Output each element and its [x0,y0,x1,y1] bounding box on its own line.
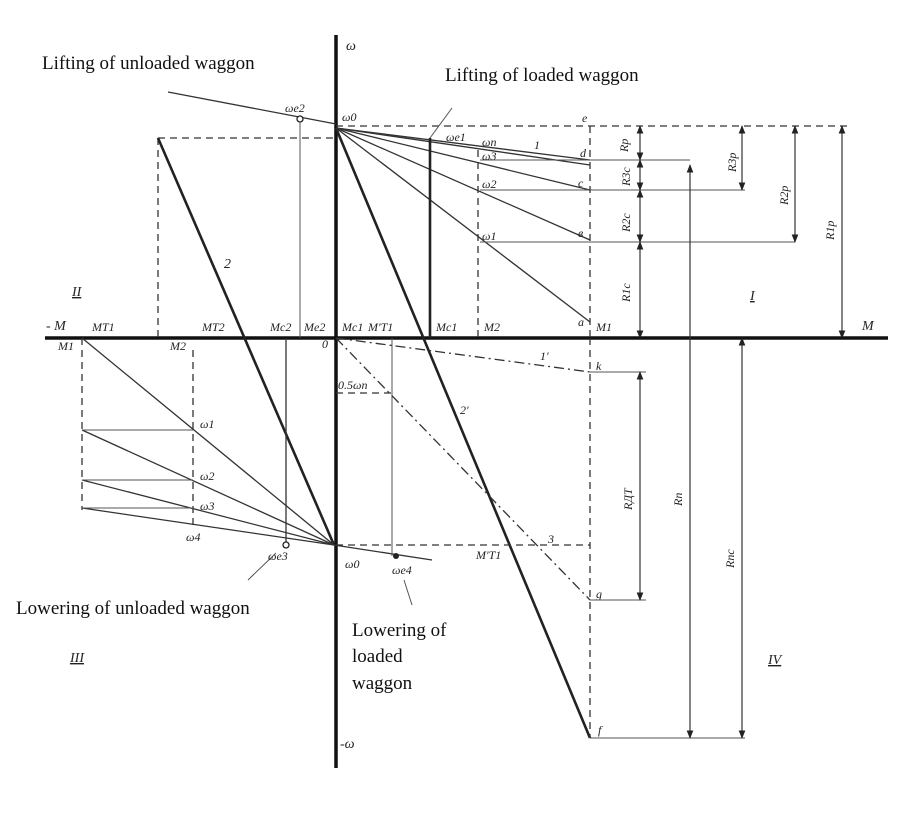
w1-top-label: ω1 [482,229,496,243]
we3-label: ωe3 [268,549,288,563]
we4-point [393,553,399,559]
line-1p-label: 1' [540,349,549,363]
w2-low-label: ω2 [200,469,214,483]
mt2-label: MT2 [201,320,225,334]
char-low-w3 [81,507,335,546]
lifting-unloaded-line [167,91,337,125]
origin-label: 0 [322,337,328,351]
we4-line [333,544,433,561]
half-wn-label: 0.5ωn [338,378,367,392]
neg-omega-axis-label: -ω [340,737,355,752]
we1-label: ωe1 [446,130,466,144]
r1c-label: R1c [619,283,633,303]
r1p-label: R1p [823,221,837,241]
mt1-prime-label: M'T1 [367,320,393,334]
r2c-label: R2c [619,213,633,233]
w4-low-label: ω4 [186,530,200,544]
mc1-pos-label: Mc1 [435,320,457,334]
w0-low-label: ω0 [345,557,359,571]
rp-label: Rp [617,139,631,153]
neg-torque-axis-label: - M [46,319,67,334]
quadrant-2-label: II [71,285,83,300]
line-3 [335,337,591,601]
we3-pointer [247,552,277,581]
w0-label: ω0 [342,110,356,124]
mc2-label: Mc2 [269,320,291,334]
line-2 [156,137,336,546]
m2-label: M2 [483,320,500,334]
caption-lowering-loaded-2: loaded [352,646,403,667]
char-low-w2 [81,479,335,546]
m2-low-label: M2 [169,339,186,353]
point-f-label: f [598,723,603,737]
caption-lifting-loaded: Lifting of loaded waggon [445,65,639,86]
w1-low-label: ω1 [200,417,214,431]
omega-axis-label: ω [346,39,356,54]
char-low-w1 [81,429,335,546]
m1-label: M1 [595,320,612,334]
quadrant-4-label: IV [767,653,783,668]
char-w2 [335,127,591,191]
w3-top-label: ω3 [482,149,496,163]
point-e-label: e [582,111,588,125]
mt1-low-label: M'T1 [475,548,501,562]
m1-low-label: M1 [57,339,74,353]
line-1-prime [335,337,591,373]
wn-label: ωn [482,135,496,149]
we4-label: ωe4 [392,563,412,577]
we4-pointer [403,579,413,606]
point-c-label: c [578,176,584,190]
we1-pointer [429,107,453,139]
torque-axis-label: M [861,319,875,334]
r2p-label: R2p [777,186,791,206]
caption-lowering-loaded-1: Lowering of [352,620,447,641]
we2-point [296,115,304,123]
point-g-label: g [596,587,602,601]
line-2-label: 2 [224,257,231,272]
rnc-label: Rnc [723,549,737,569]
caption-lifting-unloaded: Lifting of unloaded waggon [42,53,255,74]
point-a-label: a [578,315,584,329]
mt1-label: MT1 [91,320,115,334]
me2-label: Me2 [303,320,325,334]
we2-label: ωe2 [285,101,305,115]
line-3-label: 3 [547,532,554,546]
mc1-neg-label: Mc1 [341,320,363,334]
rn-label: Rn [671,493,685,507]
caption-lowering-loaded-3: waggon [352,673,413,694]
line-2-prime [334,127,592,739]
point-b-label: в [578,226,583,240]
char-w3 [335,127,591,166]
quadrant-3-label: III [69,651,85,666]
point-k-label: k [596,359,602,373]
char-wn [335,127,591,161]
w3-low-label: ω3 [200,499,214,513]
r3p-label: R3p [725,153,739,173]
rdt-label: RДТ [621,487,635,511]
w2-top-label: ω2 [482,177,496,191]
line-2p-label: 2' [460,403,469,417]
char-a [335,127,591,323]
char-low-a [81,337,335,546]
point-d-label: d [580,146,587,160]
quadrant-1-label: I [749,289,756,304]
caption-lowering-unloaded: Lowering of unloaded waggon [16,598,250,619]
we3-point [282,541,290,549]
char-w1 [335,127,591,241]
r3c-label: R3c [619,167,633,187]
line-1-label: 1 [534,138,540,152]
